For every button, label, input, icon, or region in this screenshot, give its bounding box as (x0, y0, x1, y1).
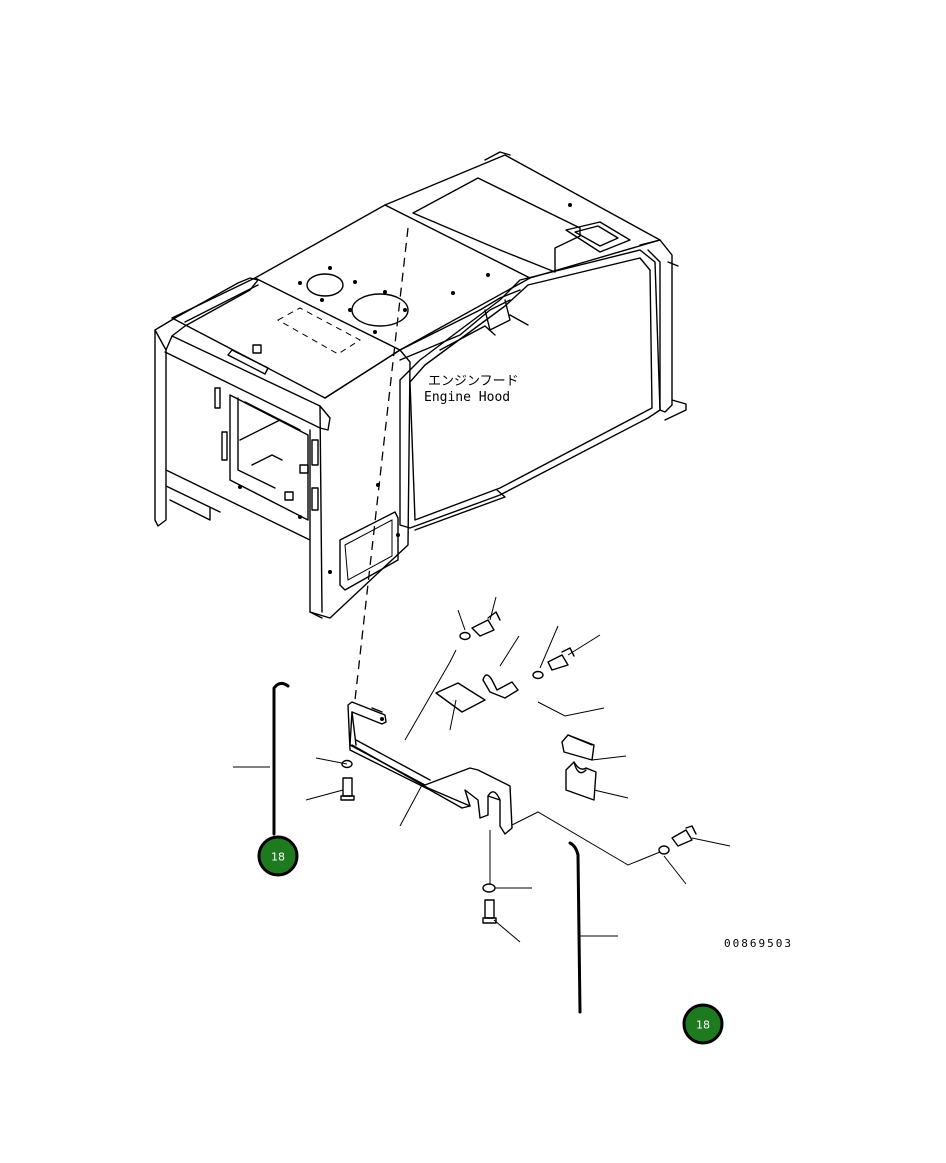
dashed-leader (354, 227, 409, 701)
callout-bracket-right (568, 841, 582, 1014)
callout-badge-right[interactable]: 18 (682, 1003, 724, 1045)
callout-bracket-left (272, 681, 290, 836)
drawing-code: 00869503 (724, 937, 793, 950)
leader-lines (233, 596, 731, 943)
callout-number-right: 18 (696, 1019, 710, 1032)
hood-label-en: Engine Hood (424, 390, 510, 405)
callout-badge-left[interactable]: 18 (257, 835, 299, 877)
engine-hood-drawing (154, 151, 687, 619)
hood-label-jp: エンジンフード (428, 374, 519, 389)
callout-number-left: 18 (271, 851, 285, 864)
bracket-drawing (340, 611, 697, 924)
